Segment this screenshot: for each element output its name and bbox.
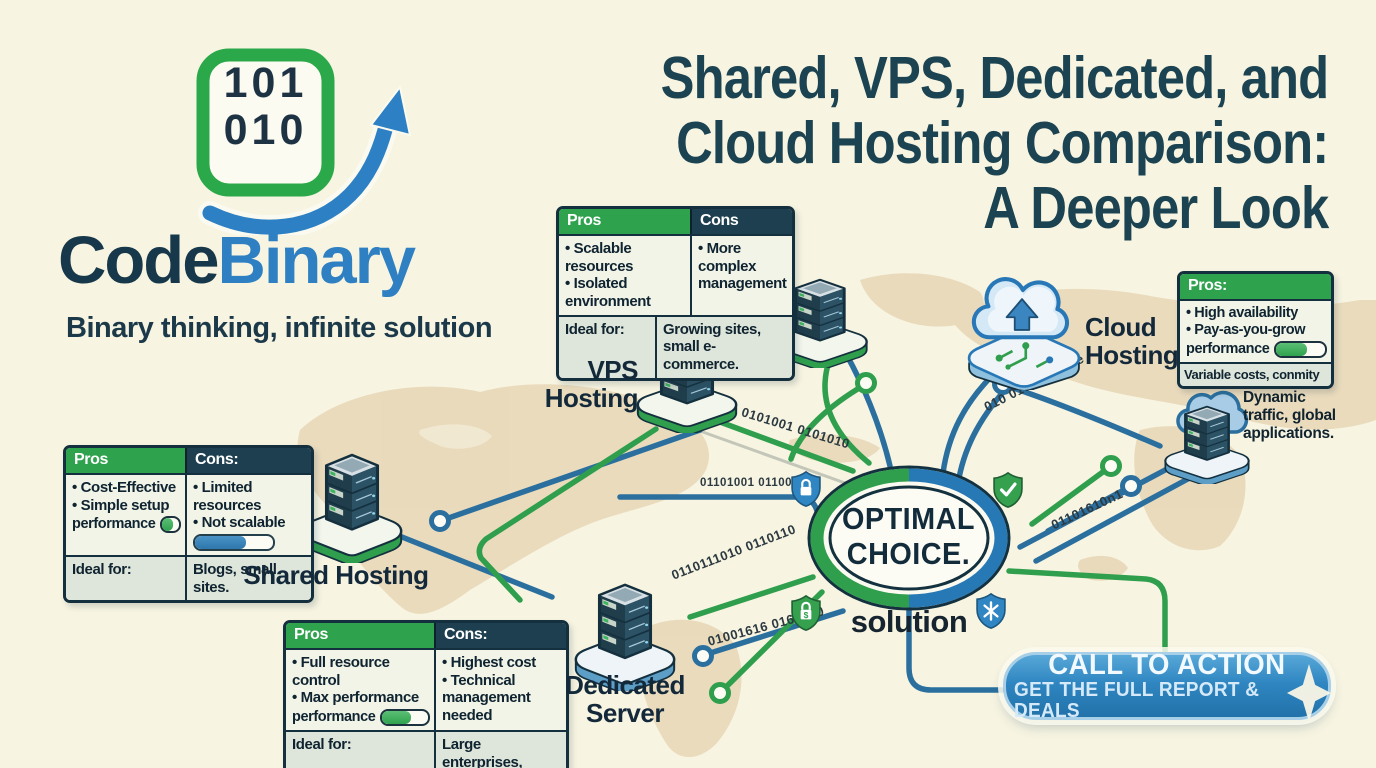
ideal-for-label: Ideal for:: [72, 560, 132, 578]
dedicated-server-icon: [574, 583, 676, 691]
pros-header: Pros: [559, 209, 690, 234]
cta-subtitle: GET THE FULL REPORT & DEALS: [1014, 679, 1260, 723]
optimal-line: CHOICE.: [846, 535, 971, 571]
pros-item: • Cost-Effective: [72, 478, 176, 496]
ideal-for-label: Ideal for:: [565, 320, 625, 338]
pros-header: Pros: [66, 448, 185, 473]
title-line: Cloud Hosting Comparison:: [675, 109, 1329, 176]
resource-bar: [193, 533, 275, 551]
cloud-usage-note: Dynamic traffic, global applications.: [1243, 389, 1336, 442]
cta-title: CALL TO ACTION: [1048, 648, 1286, 681]
performance-bar: [160, 516, 181, 534]
brand-code: Code: [58, 223, 219, 298]
cloud-upload-icon: [971, 277, 1070, 340]
cons-cell: • Highest cost • Technical management ne…: [434, 649, 566, 731]
server-icon: [772, 278, 868, 368]
cons-cell: • More complex management: [690, 235, 792, 315]
pros-item: • Scalable resources: [565, 239, 634, 275]
vps-hosting-label: VPS Hosting: [520, 355, 639, 414]
label-line: Hosting: [544, 383, 639, 414]
ideal-for-label: Ideal for:: [292, 736, 352, 754]
cons-item: • Highest cost: [442, 653, 536, 671]
brand-name: CodeBinary: [58, 222, 417, 299]
pros-item: • Pay-as-you-grow: [1186, 321, 1306, 338]
lock-shield-icon: [791, 470, 821, 507]
logo-binary-bottom: 010: [223, 106, 308, 155]
performance-bar: [380, 708, 430, 726]
dedicated-server-label: Dedicated Server: [545, 671, 705, 727]
optimal-line: OPTIMAL: [842, 501, 975, 536]
performance-label: performance: [72, 516, 156, 533]
label-line: Cloud: [1085, 312, 1157, 342]
cons-header: Cons:: [434, 623, 566, 648]
ideal-for-value: Blogs, small sites.: [185, 556, 311, 601]
snowflake-shield-icon: [976, 592, 1006, 629]
title-line: A Deeper Look: [982, 174, 1329, 241]
main-title: Shared, VPS, Dedicated, and Cloud Hostin…: [552, 46, 1328, 241]
label-line: Server: [586, 698, 664, 729]
brand-tagline: Binary thinking, infinite solution: [66, 312, 493, 344]
check-shield-icon: [993, 471, 1023, 508]
optimal-choice-text: OPTIMAL CHOICE.: [824, 501, 992, 571]
vps-comparison-table: Pros Cons • Scalable resources • Isolate…: [556, 206, 795, 381]
cloud-server-icon: [1164, 405, 1250, 484]
title-line: Shared, VPS, Dedicated, and: [660, 45, 1328, 111]
pros-cell: • Cost-Effective • Simple setup performa…: [66, 475, 185, 555]
performance-bar: [1274, 341, 1327, 359]
pros-cell: • High availability • Pay-as-you-grow pe…: [1180, 298, 1331, 362]
cons-item: • Limited resources: [193, 478, 262, 514]
pros-item: • Simple setup: [72, 496, 170, 514]
svg-text:$: $: [804, 610, 809, 620]
cloud-hosting-platform-icon: [967, 328, 1081, 390]
brand-binary: Binary: [217, 223, 417, 298]
solution-label: solution: [850, 604, 968, 639]
optimal-choice-ellipse: [807, 465, 1011, 611]
cloud-hosting-label: Cloud Hosting: [1085, 313, 1205, 369]
ideal-for-value: Large enterprises, complex apps.: [434, 732, 566, 768]
pros-item: • Full resource control: [292, 653, 390, 689]
logo-mark: [196, 48, 412, 235]
label-line: VPS: [587, 355, 638, 385]
pros-cell: • Full resource control • Max performanc…: [286, 650, 434, 730]
pros-header: Pros:: [1180, 274, 1331, 299]
ideal-for-value: Growing sites, small e-commerce.: [655, 316, 792, 378]
pros-header: Pros: [286, 623, 434, 648]
shared-hosting-label: Shared Hosting: [243, 560, 429, 590]
cons-item: • Technical management needed: [442, 671, 531, 724]
logo-binary-top: 101: [223, 59, 308, 107]
cloud-footer-note: Variable costs, conmity: [1180, 362, 1331, 386]
cons-header: Cons: [690, 209, 792, 234]
performance-label: performance: [1186, 341, 1270, 358]
label-line: Dedicated: [565, 670, 685, 700]
cons-item: • Not scalable: [193, 514, 286, 532]
pros-item: • Isolated environment: [565, 275, 651, 310]
pros-item: • Max performance: [292, 689, 419, 707]
pros-cell: • Scalable resources • Isolated environm…: [559, 236, 690, 315]
binary-decoration: 01101001 011000110: [700, 477, 820, 489]
cons-item: • More complex management: [698, 239, 787, 293]
label-line: Hosting: [1085, 340, 1179, 371]
cloud-pros-box: Pros: • High availability • Pay-as-you-g…: [1177, 271, 1334, 389]
shared-comparison-table: Pros Cons: • Cost-Effective • Simple set…: [63, 445, 314, 604]
cons-cell: • Limited resources • Not scalable: [185, 474, 311, 555]
pros-item: • High availability: [1186, 304, 1298, 321]
performance-label: performance: [292, 708, 376, 725]
cons-header: Cons:: [185, 448, 311, 473]
cta-button[interactable]: CALL TO ACTION GET THE FULL REPORT & DEA…: [1003, 648, 1331, 723]
dedicated-comparison-table: Pros Cons: • Full resource control • Max…: [283, 620, 569, 768]
logo-binary-digits: 101 010: [203, 59, 328, 155]
dollar-shield-icon: $: [791, 594, 821, 631]
